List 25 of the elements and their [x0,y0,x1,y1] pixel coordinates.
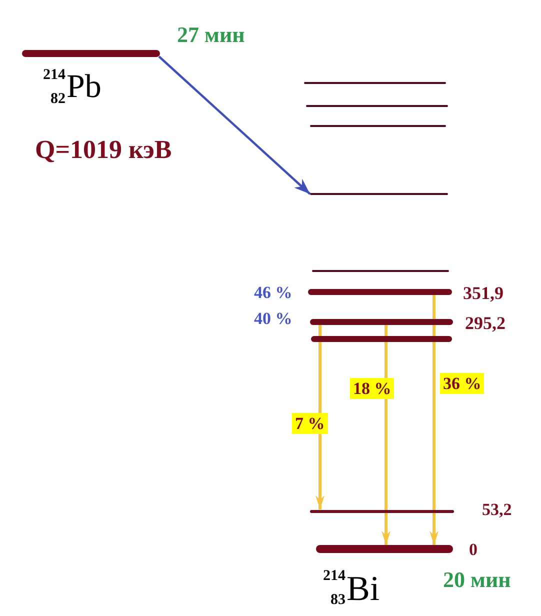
branching-ratio-label: 40 % [254,310,292,327]
energy-level-line [312,270,449,272]
energy-value-label: 351,9 [463,284,504,302]
energy-level-line [310,510,454,512]
energy-level-line [310,125,446,127]
transition-arrow [382,325,390,545]
energy-level-line [304,82,446,84]
energy-level-line [311,336,452,342]
q-value-label: Q=1019 кэВ [35,137,172,163]
transition-arrow [316,325,324,510]
decay-arrow [158,56,311,195]
transition-arrow [430,295,438,545]
branching-ratio-label: 46 % [254,284,292,301]
energy-level-line [310,193,448,195]
half-life-label: 27 мин [177,24,245,46]
half-life-label: 20 мин [443,569,511,591]
edge-label: 7 % [292,413,328,434]
edge-label: 18 % [350,378,394,399]
energy-value-label: 53,2 [482,501,512,518]
energy-value-label: 0 [469,541,478,558]
energy-level-line [306,105,448,107]
energy-level-line [308,289,452,295]
edge-label: 36 % [440,373,484,394]
energy-value-label: 295,2 [465,314,506,332]
energy-level-line [310,319,453,325]
